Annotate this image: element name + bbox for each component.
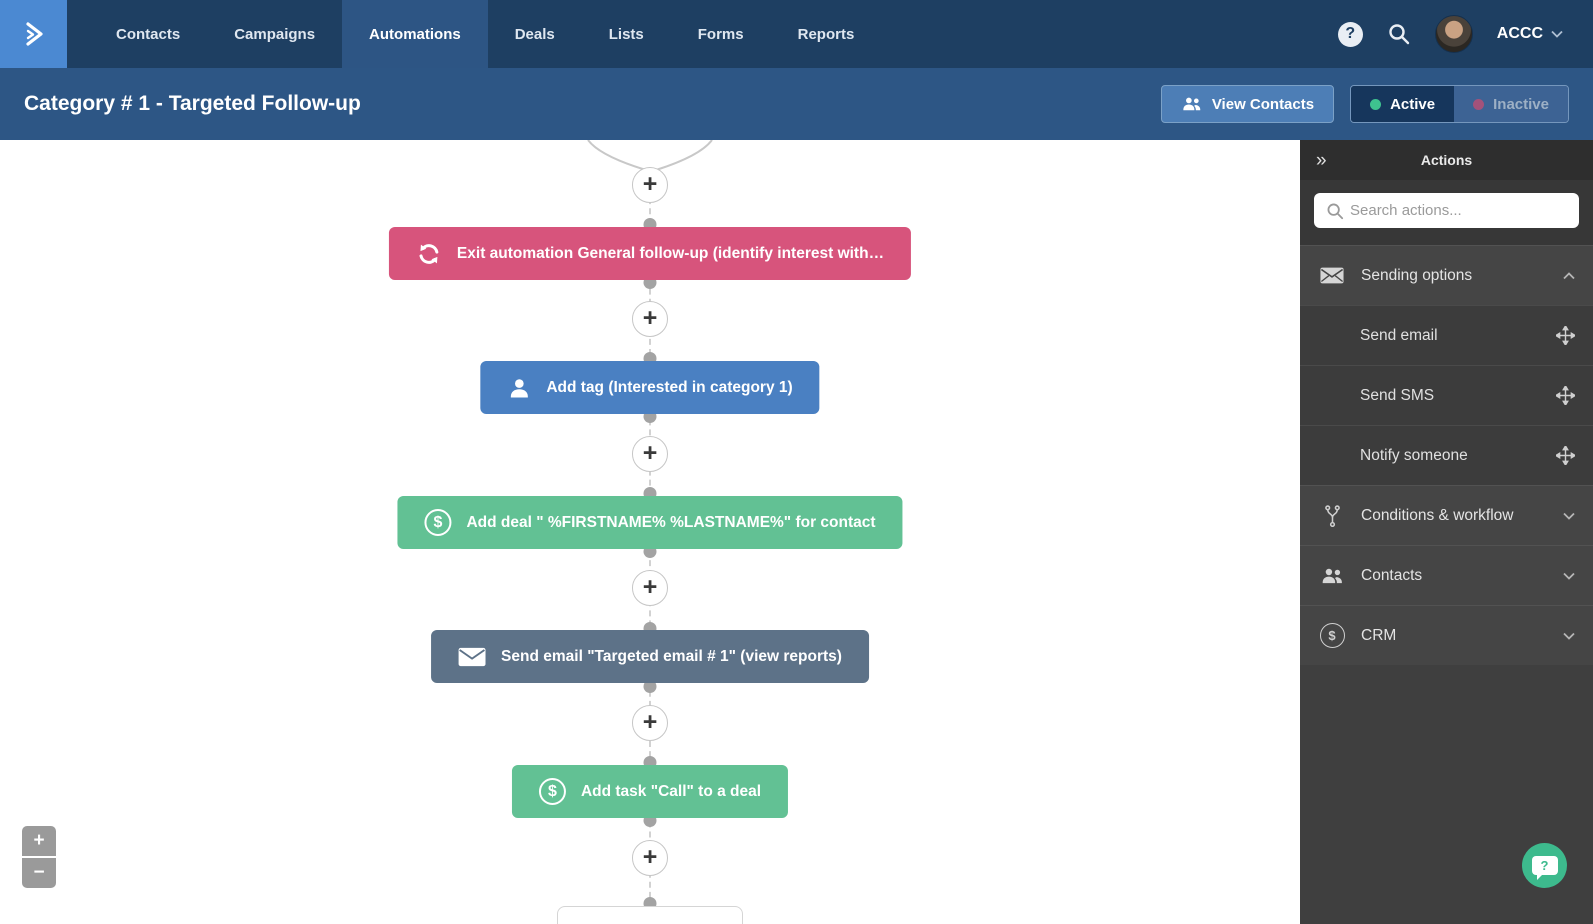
envelope-icon <box>1318 267 1346 284</box>
automation-title-bar: Category # 1 - Targeted Follow-up View C… <box>0 68 1593 140</box>
connector-dot <box>643 680 657 693</box>
section-label: CRM <box>1361 626 1397 644</box>
sidebar-header: » Actions <box>1300 140 1593 180</box>
section-label: Contacts <box>1361 566 1423 584</box>
chevron-down-icon <box>1551 30 1563 38</box>
collapse-sidebar-icon[interactable]: » <box>1316 149 1327 171</box>
account-menu[interactable]: ACCC <box>1497 25 1563 43</box>
account-name: ACCC <box>1496 25 1543 42</box>
sidebar-search <box>1300 180 1593 245</box>
contacts-icon <box>1183 97 1201 111</box>
help-chat-button[interactable]: ? <box>1522 843 1567 888</box>
add-action-button[interactable]: + <box>632 301 668 337</box>
activecampaign-logo-icon <box>25 22 43 46</box>
page-title: Category # 1 - Targeted Follow-up <box>24 92 361 115</box>
canvas-zoom-controls: + − <box>22 826 56 888</box>
zoom-in-button[interactable]: + <box>22 826 56 856</box>
active-status-dot <box>1370 98 1382 110</box>
sidebar-title: Actions <box>1420 152 1473 168</box>
view-contacts-label: View Contacts <box>1211 95 1315 113</box>
search-icon[interactable] <box>1387 22 1411 46</box>
toggle-inactive[interactable]: Inactive <box>1454 86 1568 122</box>
toggle-active[interactable]: Active <box>1351 86 1455 122</box>
help-icon[interactable]: ? <box>1337 21 1363 47</box>
chevron-down-icon <box>1563 512 1575 520</box>
add-action-button[interactable]: + <box>632 840 668 876</box>
drag-move-icon[interactable] <box>1556 386 1575 405</box>
section-label: Sending options <box>1361 266 1473 284</box>
action-item-send-email[interactable]: Send email <box>1300 305 1593 365</box>
inactive-label: Inactive <box>1493 95 1549 113</box>
add-action-button[interactable]: + <box>632 167 668 203</box>
contacts-icon <box>1318 567 1346 585</box>
branch-icon <box>1318 504 1346 527</box>
actions-sidebar: » Actions Sending options Send email <box>1300 140 1593 924</box>
action-item-send-sms[interactable]: Send SMS <box>1300 365 1593 425</box>
node-label: Add task "Call" to a deal <box>580 782 762 800</box>
add-action-button[interactable]: + <box>632 570 668 606</box>
action-label: Send SMS <box>1360 386 1435 404</box>
app-logo[interactable] <box>0 0 67 68</box>
nav-item-contacts[interactable]: Contacts <box>116 25 181 43</box>
node-label: Add tag (Interested in category 1) <box>546 378 793 396</box>
dollar-icon: $ <box>424 509 452 536</box>
node-exit-automation[interactable]: Exit automation General follow-up (ident… <box>388 227 912 280</box>
chat-bubble-icon: ? <box>1531 856 1558 880</box>
nav-item-deals[interactable]: Deals <box>514 25 555 43</box>
nav-item-campaigns[interactable]: Campaigns <box>234 25 316 43</box>
action-label: Notify someone <box>1360 446 1468 464</box>
automation-canvas[interactable]: + + + + + + Exit automation General foll… <box>0 140 1300 924</box>
node-add-task[interactable]: $ Add task "Call" to a deal <box>511 765 789 818</box>
add-action-button[interactable]: + <box>632 436 668 472</box>
chat-question-mark: ? <box>1540 858 1549 873</box>
chevron-up-icon <box>1563 271 1575 279</box>
nav-right-cluster: ? ACCC <box>1337 0 1593 68</box>
dollar-icon: $ <box>538 778 566 805</box>
contact-icon <box>510 378 528 397</box>
inactive-status-dot <box>1473 98 1485 110</box>
section-conditions-workflow[interactable]: Conditions & workflow <box>1300 485 1593 545</box>
section-crm[interactable]: $ CRM <box>1300 605 1593 665</box>
nav-item-forms[interactable]: Forms <box>697 25 744 43</box>
active-label: Active <box>1390 95 1436 113</box>
add-action-button[interactable]: + <box>632 705 668 741</box>
sync-icon <box>419 243 439 264</box>
search-actions-input[interactable] <box>1314 193 1579 228</box>
title-bar-controls: View Contacts Active Inactive <box>1160 85 1569 123</box>
dollar-icon: $ <box>1318 623 1346 648</box>
drag-move-icon[interactable] <box>1556 446 1575 465</box>
node-label: Exit automation General follow-up (ident… <box>456 244 885 262</box>
nav-item-automations[interactable]: Automations <box>342 0 488 68</box>
node-label: Add deal " %FIRSTNAME% %LASTNAME%" for c… <box>466 513 876 531</box>
top-nav: Contacts Campaigns Automations Deals Lis… <box>0 0 1593 68</box>
section-sending-options[interactable]: Sending options <box>1300 245 1593 305</box>
node-add-deal[interactable]: $ Add deal " %FIRSTNAME% %LASTNAME%" for… <box>397 496 903 549</box>
node-send-email[interactable]: Send email "Targeted email # 1" (view re… <box>431 630 869 683</box>
node-label: Send email "Targeted email # 1" (view re… <box>501 647 842 665</box>
view-contacts-button[interactable]: View Contacts <box>1160 85 1335 123</box>
drag-move-icon[interactable] <box>1556 326 1575 345</box>
search-icon <box>1327 203 1344 220</box>
section-label: Conditions & workflow <box>1361 506 1514 524</box>
node-add-tag[interactable]: Add tag (Interested in category 1) <box>480 361 820 414</box>
action-label: Send email <box>1360 326 1438 344</box>
envelope-icon <box>458 647 486 666</box>
branch-merge-lines <box>587 140 713 171</box>
action-item-notify-someone[interactable]: Notify someone <box>1300 425 1593 485</box>
next-node-partial[interactable] <box>557 906 743 924</box>
active-inactive-toggle: Active Inactive <box>1350 85 1569 123</box>
nav-item-lists[interactable]: Lists <box>608 25 644 43</box>
main-nav: Contacts Campaigns Automations Deals Lis… <box>89 0 881 68</box>
section-contacts[interactable]: Contacts <box>1300 545 1593 605</box>
nav-item-reports[interactable]: Reports <box>797 25 855 43</box>
chevron-down-icon <box>1563 572 1575 580</box>
zoom-out-button[interactable]: − <box>22 858 56 888</box>
chevron-down-icon <box>1563 632 1575 640</box>
user-avatar[interactable] <box>1434 15 1473 53</box>
